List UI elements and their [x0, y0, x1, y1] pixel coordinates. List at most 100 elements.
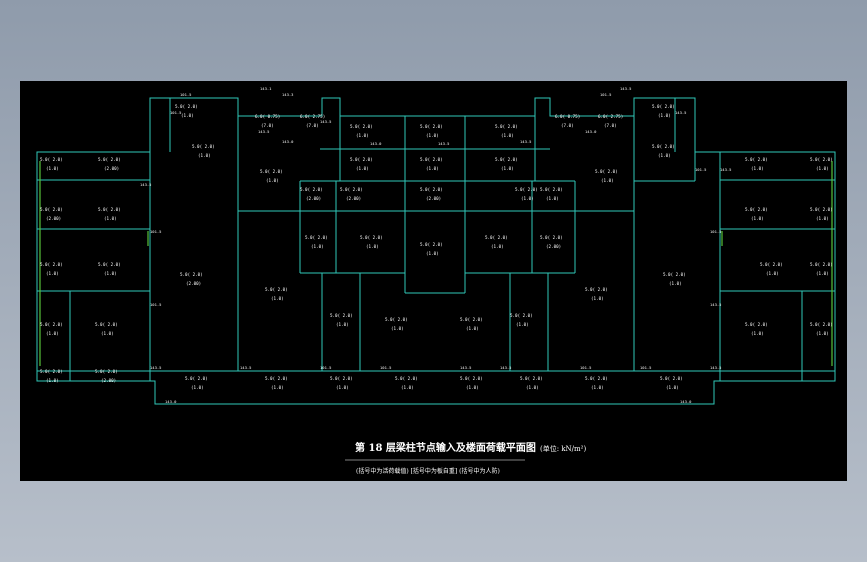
beam-label: 143.5	[140, 182, 151, 187]
room-load-main: 5.0( 2.0)	[540, 187, 563, 192]
room-load-main: 5.0( 2.0)	[180, 272, 203, 277]
room-load-main: 5.0( 2.0)	[300, 187, 323, 192]
room-load-sub: (1.0)	[526, 385, 539, 390]
beam-label: 143.0	[370, 141, 382, 146]
room-load-sub: (1.0)	[46, 378, 59, 383]
room-load-sub: (1.0)	[46, 331, 59, 336]
room-load-main: 5.0( 2.0)	[652, 144, 675, 149]
room-load-main: 5.0( 2.0)	[330, 313, 353, 318]
room-load-sub: (1.0)	[816, 331, 829, 336]
beam-label: 143.5	[500, 365, 511, 370]
room-load-label: 5.0( 2.0)(1.0)	[98, 262, 121, 276]
room-load-main: 5.0( 2.0)	[385, 317, 408, 322]
room-load-sub: (1.0)	[521, 196, 534, 201]
room-load-main: 5.0( 2.0)	[265, 376, 288, 381]
room-load-label: 5.0( 2.0)(1.0)	[385, 317, 408, 331]
room-load-sub: (1.0)	[401, 385, 414, 390]
room-load-main: 5.0( 2.0)	[350, 157, 373, 162]
room-load-label: 5.0( 2.0)(1.0)	[585, 287, 608, 301]
room-load-label: 5.0( 2.0) (2.00)	[180, 272, 203, 286]
room-load-main: 5.0( 2.0)	[360, 235, 383, 240]
room-load-sub: (1.0)	[426, 251, 439, 256]
room-load-label: 5.0( 2.0) (1.0)	[460, 317, 483, 331]
room-load-main: 5.0( 2.0)	[98, 157, 121, 162]
room-load-sub: (1.0)	[751, 331, 764, 336]
beam-label: 143.5	[520, 139, 531, 144]
title-block: 第 18 层梁柱节点输入及楼面荷载平面图 (单位: kN/m²) (括号中为活荷…	[345, 441, 586, 475]
room-load-sub: (1.0)	[356, 133, 369, 138]
room-load-label: 5.0( 2.0)(1.0)	[745, 322, 768, 336]
room-load-sub: (1.0)	[751, 166, 764, 171]
beam-label: 143.5	[438, 141, 449, 146]
beam-label: 101.5	[640, 365, 651, 370]
drawing-title: 第 18 层梁柱节点输入及楼面荷载平面图	[355, 441, 536, 454]
beam-label: 143.5	[720, 167, 731, 172]
room-load-label: 5.0( 2.0)(1.0)	[350, 124, 373, 138]
drawing-subtitle: (括号中为活荷载值) [括号中为板自重] (括号中为人防)	[356, 467, 500, 475]
room-load-label: 5.0( 2.0)(1.0)	[420, 242, 443, 256]
room-load-main: 5.0( 2.0)	[40, 369, 63, 374]
room-load-main: 5.0( 2.0)	[585, 376, 608, 381]
room-load-sub: (2.00)	[101, 378, 116, 383]
beam-label: 143.5	[460, 365, 471, 370]
beam-label: 143.3	[282, 92, 293, 97]
room-load-main: 5.0( 2.0)	[515, 187, 538, 192]
room-load-main: 5.0( 2.0)	[810, 322, 833, 327]
room-load-sub: (2.00)	[546, 244, 561, 249]
room-load-label: 5.0( 2.0)(1.0)	[185, 376, 208, 390]
room-load-label: 5.0( 2.0)(1.0)	[485, 235, 508, 249]
room-load-sub: (1.0)	[266, 178, 279, 183]
room-load-label: 5.0( 2.0)(1.0)	[98, 207, 121, 221]
room-load-label: 6.0( 0.75)(7.0)	[555, 114, 580, 128]
room-load-main: 5.0( 2.0)	[495, 124, 518, 129]
room-load-sub: (2.00)	[306, 196, 321, 201]
room-load-sub: (1.0)	[546, 196, 559, 201]
room-load-label: 5.0( 2.0)(1.0)	[460, 376, 483, 390]
drawing-canvas: 5.0( 2.0) (1.0) 6.0( 0.75)(7.0) 6.0( 2.75) (…	[20, 81, 847, 481]
room-load-sub: (7.0)	[306, 123, 319, 128]
room-load-sub: (1.0)	[271, 296, 284, 301]
room-load-label: 5.0( 2.0) (1.0)	[810, 322, 833, 336]
room-load-main: 5.0( 2.0)	[460, 317, 483, 322]
room-load-main: 5.0( 2.0)	[40, 262, 63, 267]
beam-label: 101.5	[580, 365, 591, 370]
room-load-sub: (1.0)	[591, 296, 604, 301]
room-load-label: 5.0( 2.0)(1.0)	[745, 207, 768, 221]
room-load-main: 5.0( 2.0)	[40, 322, 63, 327]
beam-label: 143.1	[260, 86, 272, 91]
room-load-main: 5.0( 2.0)	[420, 187, 443, 192]
room-load-label: 5.0( 2.0)(1.0)	[595, 169, 618, 183]
room-load-label: 5.0( 2.0)(1.0)	[652, 144, 675, 158]
room-load-main: 5.0( 2.0)	[330, 376, 353, 381]
room-load-label: 5.0( 2.0)(1.0)	[40, 262, 63, 276]
room-load-sub: (1.0)	[311, 244, 324, 249]
room-load-main: 5.0( 2.0)	[510, 313, 533, 318]
room-load-sub: (2.00)	[186, 281, 201, 286]
room-load-label: 5.0( 2.0)(1.0)	[420, 157, 443, 171]
room-load-label: 5.0( 2.0)(1.0)	[40, 157, 63, 171]
beam-label: 143.5	[240, 365, 251, 370]
room-load-main: 5.0( 2.0)	[340, 187, 363, 192]
room-load-label: 5.0( 2.0)(1.0)	[510, 313, 533, 327]
room-load-label: 5.0( 2.0)(1.0)	[420, 124, 443, 138]
beam-label: 143.5	[258, 129, 269, 134]
room-load-sub: (7.0)	[261, 123, 274, 128]
room-load-main: 5.0( 2.0)	[40, 157, 63, 162]
room-load-label: 5.0( 2.0)(1.0)	[395, 376, 418, 390]
room-load-label: 5.0( 2.0)(1.0)	[192, 144, 215, 158]
room-load-main: 6.0( 2.75)	[598, 114, 623, 119]
room-load-main: 5.0( 2.0)	[663, 272, 686, 277]
room-load-label: 5.0( 2.0)(1.0)	[652, 104, 675, 118]
room-load-sub: (1.0)	[466, 326, 479, 331]
room-load-label: 5.0( 2.0)(1.0)	[360, 235, 383, 249]
room-load-main: 5.0( 2.0)	[175, 104, 198, 109]
room-load-sub: (1.0)	[336, 385, 349, 390]
room-load-label: 6.0( 0.75)(7.0)	[255, 114, 280, 128]
room-load-label: 5.0( 2.0) (1.0)	[350, 157, 373, 171]
room-load-sub: (1.0)	[491, 244, 504, 249]
room-load-sub: (1.0)	[356, 166, 369, 171]
room-load-label: 5.0( 2.0)(2.00)	[340, 187, 363, 201]
room-load-main: 5.0( 2.0)	[810, 207, 833, 212]
unit-label: (单位: kN/m²)	[540, 444, 586, 453]
room-load-sub: (1.0)	[191, 385, 204, 390]
